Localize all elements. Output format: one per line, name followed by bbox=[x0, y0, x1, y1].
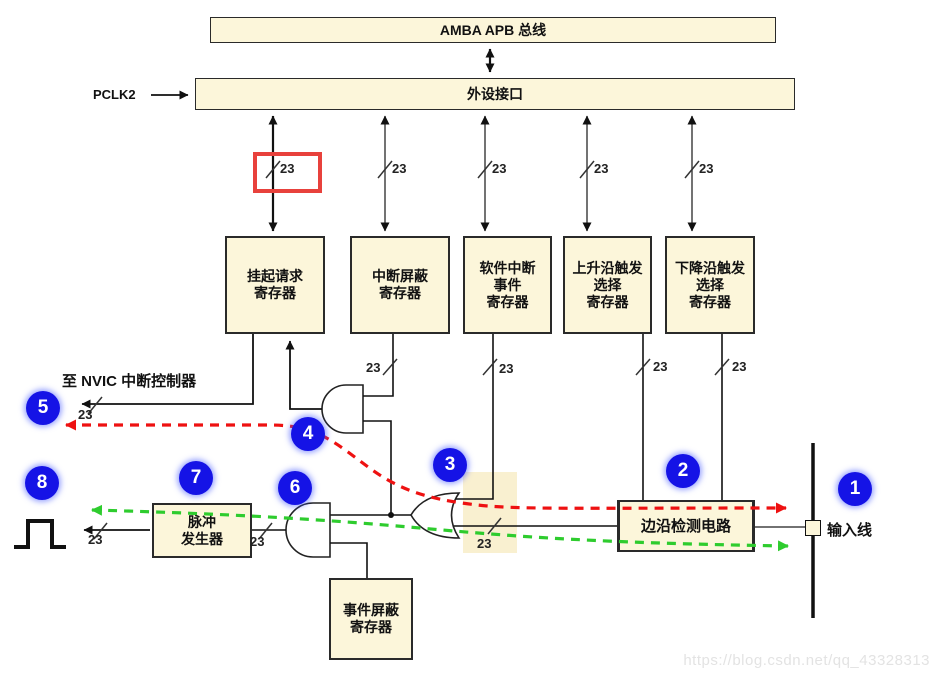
bus-width-label: 23 bbox=[499, 361, 514, 376]
nvic-wire bbox=[81, 334, 254, 409]
step-circle-4: 4 bbox=[291, 417, 325, 451]
bus-slash bbox=[684, 160, 700, 179]
register-label-line: 寄存器 bbox=[379, 285, 421, 301]
pclk2-label: PCLK2 bbox=[93, 87, 136, 102]
to-nvic-label: 至 NVIC 中断控制器 bbox=[62, 373, 197, 390]
bus-width-label: 23 bbox=[732, 359, 747, 374]
bus-slash bbox=[477, 160, 493, 179]
bus-slash bbox=[377, 160, 393, 179]
bus-slash bbox=[635, 358, 651, 376]
step-circle-3: 3 bbox=[433, 448, 467, 482]
interrupt-mask-and-gate bbox=[321, 384, 364, 434]
bus-slash bbox=[382, 358, 398, 376]
and1-output-wire bbox=[285, 340, 322, 410]
bus-width-label: 23 bbox=[88, 532, 103, 547]
event-mask-to-and2-wire bbox=[330, 542, 368, 578]
register-pending-request: 挂起请求 寄存器 bbox=[225, 236, 325, 334]
register-label-line: 寄存器 bbox=[486, 293, 529, 310]
register-label-line: 寄存器 bbox=[689, 293, 731, 310]
pulse-waveform-icon bbox=[14, 519, 66, 549]
bus-width-label: 23 bbox=[280, 161, 295, 176]
event-mask-label-line: 寄存器 bbox=[350, 619, 392, 635]
bus-width-label: 23 bbox=[492, 161, 507, 176]
register-software-interrupt-event: 软件中断 事件 寄存器 bbox=[463, 236, 552, 334]
step-circle-2: 2 bbox=[666, 454, 700, 488]
input-line-label: 输入线 bbox=[827, 522, 873, 539]
bus-slash bbox=[714, 358, 730, 376]
register-label-line: 寄存器 bbox=[586, 293, 629, 310]
junction-dot bbox=[388, 512, 394, 518]
register-label-line: 上升沿触发 bbox=[572, 259, 643, 276]
step-circle-8: 8 bbox=[25, 466, 59, 500]
or-to-and1-wire bbox=[363, 420, 392, 515]
step-circle-6: 6 bbox=[278, 471, 312, 505]
step-circle-7: 7 bbox=[179, 461, 213, 495]
event-mask-label-line: 事件屏蔽 bbox=[343, 602, 399, 618]
peripheral-interface-box: 外设接口 bbox=[195, 78, 795, 110]
event-path-green bbox=[91, 504, 789, 552]
bus-width-label: 23 bbox=[653, 359, 668, 374]
event-mask-register-box: 事件屏蔽 寄存器 bbox=[329, 578, 413, 660]
bus-width-label: 23 bbox=[392, 161, 407, 176]
register-label-line: 寄存器 bbox=[254, 285, 296, 301]
register-label-line: 中断屏蔽 bbox=[372, 268, 428, 284]
amba-apb-bus-box: AMBA APB 总线 bbox=[210, 17, 776, 43]
amba-apb-bus-label: AMBA APB 总线 bbox=[439, 21, 547, 38]
bus-width-label: 23 bbox=[699, 161, 714, 176]
step-circle-5: 5 bbox=[26, 391, 60, 425]
register-interrupt-mask: 中断屏蔽 寄存器 bbox=[350, 236, 450, 334]
register-label-line: 选择 bbox=[696, 276, 724, 293]
red-highlight-box bbox=[253, 152, 322, 193]
step-circle-1: 1 bbox=[838, 472, 872, 506]
bus-width-label: 23 bbox=[477, 536, 492, 551]
register-label-line: 选择 bbox=[593, 276, 622, 293]
bus-slash bbox=[265, 160, 281, 179]
interrupt-path-red bbox=[65, 419, 787, 514]
register-rising-edge-select: 上升沿触发 选择 寄存器 bbox=[563, 236, 652, 334]
register-label-line: 软件中断 bbox=[479, 259, 536, 276]
bus-width-label: 23 bbox=[250, 534, 265, 549]
bus-width-label: 23 bbox=[594, 161, 609, 176]
register-label-line: 事件 bbox=[493, 276, 522, 293]
watermark-text: https://blog.csdn.net/qq_43328313 bbox=[683, 652, 930, 669]
peripheral-interface-label: 外设接口 bbox=[467, 85, 523, 102]
input-pad-square bbox=[805, 520, 821, 536]
bus-width-label: 23 bbox=[366, 360, 381, 375]
bus-slash bbox=[579, 160, 595, 179]
register-falling-edge-select: 下降沿触发 选择 寄存器 bbox=[665, 236, 755, 334]
register-label-line: 下降沿触发 bbox=[675, 259, 745, 276]
bus-slash bbox=[87, 396, 103, 415]
event-mask-and-gate bbox=[285, 502, 331, 558]
bus-slash bbox=[482, 358, 498, 376]
mask-reg-to-and1-wire bbox=[363, 334, 394, 397]
register-label-line: 挂起请求 bbox=[247, 268, 303, 284]
bus-width-label: 23 bbox=[78, 407, 93, 422]
